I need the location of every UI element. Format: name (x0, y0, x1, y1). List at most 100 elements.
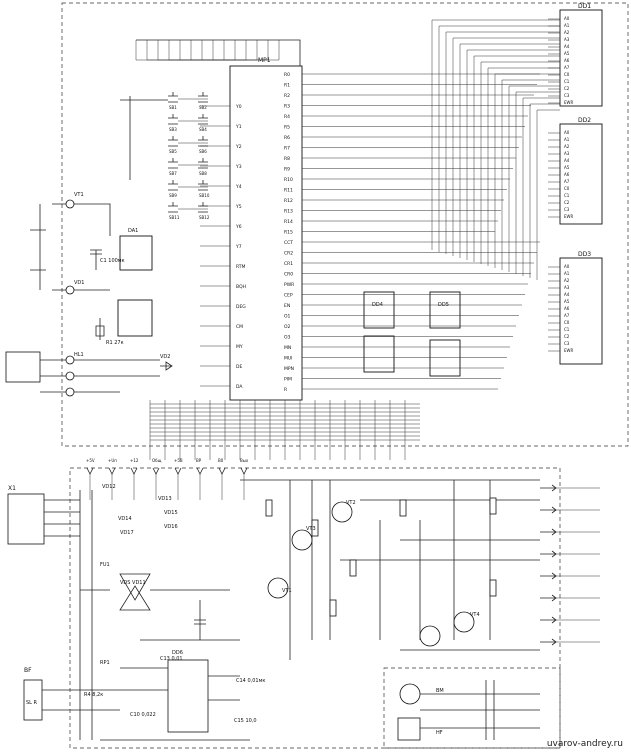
mp1-pin-y6: Y6 (235, 224, 242, 230)
dd1-pin-c2: C2 (564, 86, 570, 91)
label-x1: X1 (8, 485, 16, 492)
key-sb9: SB9 (168, 180, 200, 198)
chip-mp1 (229, 65, 303, 401)
right-connector-4 (540, 550, 600, 558)
dd2-pin-a0: A0 (564, 130, 570, 135)
label-sl: SL R (26, 700, 38, 706)
label-vd12: VD12 (102, 484, 116, 490)
dd2-pin-a2: A2 (564, 144, 570, 149)
lower-power-section (7, 490, 250, 741)
sensor-block (397, 680, 540, 741)
amplifier-section (240, 479, 540, 660)
label-r4: R4 8,2к (84, 692, 103, 698)
connector-pin-6: ВР (196, 458, 204, 500)
dd1-pin-c0: C0 (564, 72, 570, 77)
mp1-pin-r11: R11 (284, 188, 293, 194)
svg-text:SB5: SB5 (169, 149, 177, 154)
mp1-pin-da: DA (236, 384, 243, 390)
svg-text:+Uп: +Uп (108, 458, 117, 463)
upper-power-section (5, 199, 173, 397)
key-sb6: SB6 (198, 136, 208, 154)
chip-dd4-a (363, 291, 395, 329)
connector-pin-1: +5V (86, 458, 95, 500)
label-vd15: VD15 (164, 510, 178, 516)
mp1-pin-r8: R8 (284, 156, 290, 162)
dd1-pin-c1: C1 (564, 79, 570, 84)
right-connector-8 (540, 638, 600, 646)
svg-text:SB4: SB4 (199, 127, 207, 132)
dd2-pin-a4: A4 (564, 158, 570, 163)
mp1-pin-o1: O1 (284, 314, 291, 320)
chip-dd1-label: DD1 (578, 3, 591, 10)
dd3-pin-a3: A3 (564, 285, 570, 290)
key-sb2: SB2 (198, 92, 208, 110)
dd3-pin-c2: C2 (564, 334, 570, 339)
mp1-pin-bqh: BQH (236, 284, 246, 290)
dd3-pin-a1: A1 (564, 271, 570, 276)
dd1-pin-ewr: EWR (564, 100, 573, 105)
mp1-pin-r14: R14 (284, 219, 293, 225)
mp1-pin-pwr: PWR (284, 282, 294, 288)
dd3-pin-ewr: EWR (564, 348, 573, 353)
dd2-pin-a6: A6 (564, 172, 570, 177)
mp1-pin-r4: R4 (284, 114, 290, 120)
svg-text:SB7: SB7 (169, 171, 177, 176)
key-sb3: SB3 (168, 114, 200, 132)
dd2-pin-c3: C3 (564, 207, 570, 212)
mp1-pin-deg: DEG (236, 304, 246, 310)
svg-text:+5V: +5V (86, 458, 95, 463)
svg-text:SB3: SB3 (169, 127, 177, 132)
label-r1: R1 27к (106, 340, 124, 346)
label-vt4: VT4 (470, 612, 480, 618)
mp1-pin-my: MY (236, 344, 243, 350)
label-c14: C14 0,01мк (236, 678, 265, 684)
mp1-pin-cm: CM (236, 324, 243, 330)
right-connector-7 (540, 616, 600, 624)
svg-text:+5В: +5В (174, 458, 183, 463)
dd1-pin-a5: A5 (564, 51, 570, 56)
dd3-pin-c0: C0 (564, 320, 570, 325)
right-connector-5 (540, 572, 600, 580)
mp1-pin-de: DE (236, 364, 242, 370)
svg-text:+12: +12 (130, 458, 139, 463)
svg-text:SB6: SB6 (199, 149, 207, 154)
label-vd13: VD13 (158, 496, 172, 502)
mp1-pin-y0: Y0 (235, 104, 242, 110)
dd1-pin-a4: A4 (564, 44, 570, 49)
mp1-pin-y4: Y4 (235, 184, 242, 190)
label-fu1: FU1 (100, 562, 110, 568)
key-sb7: SB7 (168, 158, 200, 176)
mp1-pin-r1: R1 (284, 83, 290, 89)
lower-board-frame (69, 467, 561, 749)
chip-dd5-b (429, 339, 461, 377)
chip-mp1-label: MP1 (258, 57, 271, 64)
mp1-pin-r15: R15 (284, 230, 293, 236)
mp1-pin-cep: CEP (284, 293, 293, 299)
dd1-pin-a0: A0 (564, 16, 570, 21)
svg-text:В0: В0 (218, 458, 224, 463)
dd1-pin-c3: C3 (564, 93, 570, 98)
svg-text:SB11: SB11 (169, 215, 180, 220)
dd3-pin-c1: C1 (564, 327, 570, 332)
dd3-pin-a4: A4 (564, 292, 570, 297)
label-hf: HF (436, 730, 443, 736)
mp1-pin-r0: R0 (284, 72, 290, 78)
dd3-pin-a0: A0 (564, 264, 570, 269)
label-vt3: VT3 (306, 526, 316, 532)
label-hl1: HL1 (74, 352, 84, 358)
right-connector-6 (540, 594, 600, 602)
dd1-pin-a3: A3 (564, 37, 570, 42)
mp1-pin-cr0: CR0 (284, 272, 293, 278)
dd2-pin-ewr: EWR (564, 214, 573, 219)
mp1-pin-y3: Y3 (235, 164, 242, 170)
mp1-right-pins: R0R1R2R3R4R5R6R7R8R9R10R11R12R13R14R15CC… (284, 72, 318, 393)
key-sb8: SB8 (198, 158, 208, 176)
svg-text:SB2: SB2 (199, 105, 207, 110)
dd2-pin-a7: A7 (564, 179, 570, 184)
address-bus (135, 19, 560, 390)
dd3-pin-c3: C3 (564, 341, 570, 346)
mp1-pin-r9: R9 (284, 167, 290, 173)
mp1-pin-mpn: MPN (284, 366, 294, 372)
